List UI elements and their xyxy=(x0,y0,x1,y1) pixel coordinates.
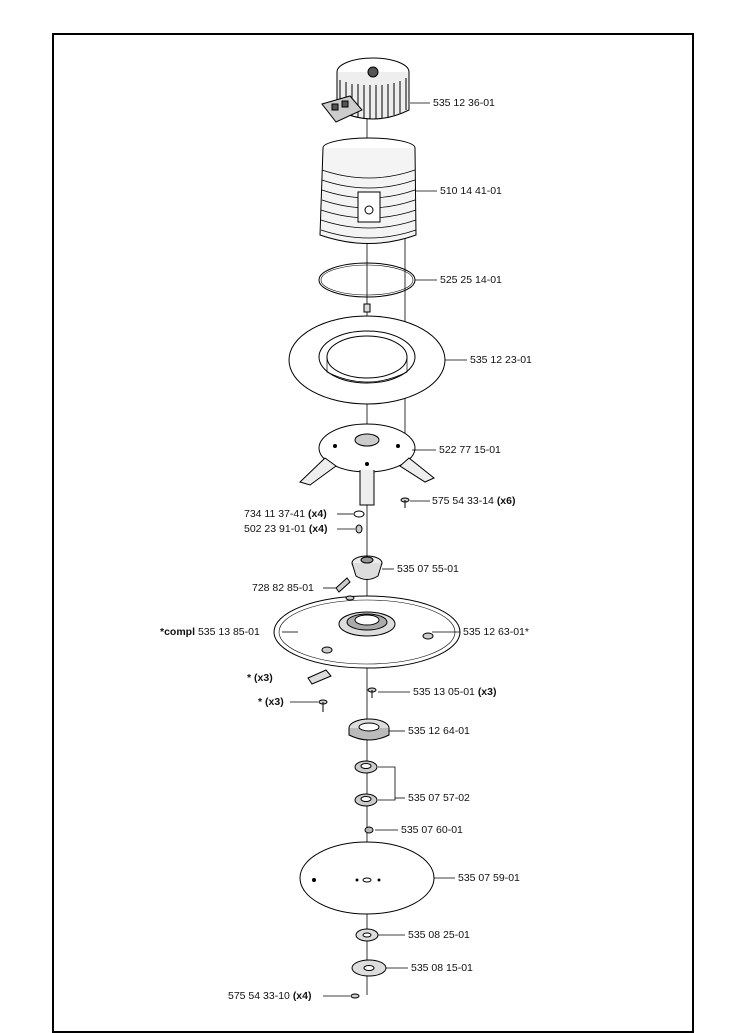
flange-part xyxy=(351,959,387,977)
label-nut: 535 07 60-01 xyxy=(401,824,463,836)
washer-part xyxy=(353,510,365,518)
label-bottom-screw: 575 54 33-10 (x4) xyxy=(228,990,312,1002)
pin-part xyxy=(335,577,351,593)
label-plate-screw: 535 13 05-01 (x3) xyxy=(413,686,497,698)
nut-part xyxy=(364,826,374,834)
bracket-part xyxy=(299,423,435,506)
plate-screw-part xyxy=(367,687,377,698)
collar-part xyxy=(288,315,446,405)
star-screw-part xyxy=(318,699,328,712)
label-washer2: 502 23 91-01 (x4) xyxy=(244,523,328,535)
label-star-screw: * (x3) xyxy=(258,696,284,708)
label-bearings: 535 07 57-02 xyxy=(408,792,470,804)
plate-part xyxy=(273,595,461,669)
label-bracket-screw: 575 54 33-14 (x6) xyxy=(432,495,516,507)
motor-part xyxy=(321,57,410,123)
label-star-clip: * (x3) xyxy=(247,672,273,684)
label-compl: *compl 535 13 85-01 xyxy=(160,626,260,638)
disc-part xyxy=(299,841,435,915)
label-washer: 734 11 37-41 (x4) xyxy=(244,508,327,520)
bottom-screw-part xyxy=(350,993,360,999)
label-motor: 535 12 36-01 xyxy=(433,97,495,109)
bracket-screw-part xyxy=(400,497,410,508)
label-gasket: 525 25 14-01 xyxy=(440,274,502,286)
bearings-part xyxy=(354,760,396,807)
cover-part xyxy=(319,137,417,244)
axis-pin xyxy=(363,303,371,313)
bearing-hub-part xyxy=(348,718,390,741)
label-plate: 535 12 63-01* xyxy=(463,626,529,638)
star-clip-part xyxy=(307,669,332,685)
label-pin: 728 82 85-01 xyxy=(252,582,314,594)
label-bearing-hub: 535 12 64-01 xyxy=(408,725,470,737)
label-flange: 535 08 15-01 xyxy=(411,962,473,974)
label-spacer: 535 08 25-01 xyxy=(408,929,470,941)
label-collar: 535 12 23-01 xyxy=(470,354,532,366)
label-disc: 535 07 59-01 xyxy=(458,872,520,884)
washer2-part xyxy=(355,524,363,534)
leader-lines xyxy=(282,102,467,997)
label-bracket: 522 77 15-01 xyxy=(439,444,501,456)
hub-part xyxy=(351,555,383,580)
label-hub: 535 07 55-01 xyxy=(397,563,459,575)
label-cover: 510 14 41-01 xyxy=(440,185,502,197)
